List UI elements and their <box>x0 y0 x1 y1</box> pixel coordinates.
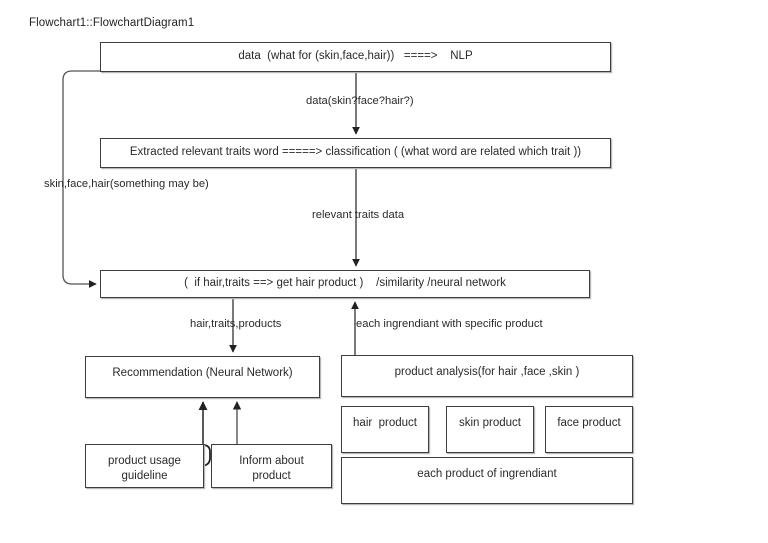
node-recommendation[interactable]: Recommendation (Neural Network) <box>85 356 320 398</box>
node-skin-product[interactable]: skin product <box>446 406 534 453</box>
edge-label-each-ingredient: each ingrendiant with specific product <box>356 318 543 330</box>
node-each-product-of-ingredient-label: each product of ingrendiant <box>417 468 557 480</box>
node-face-product[interactable]: face product <box>545 406 633 453</box>
node-inform-about-product[interactable]: Inform about product <box>211 444 332 488</box>
edge-label-relevant-traits-data: relevant traits data <box>312 209 405 221</box>
node-hair-product[interactable]: hair product <box>341 406 429 453</box>
node-product-usage-guideline-label: product usage guideline <box>108 455 181 483</box>
node-extracted-traits-label: Extracted relevant traits word =====> cl… <box>129 146 582 159</box>
node-data-nlp-label: data (what for (skin,face,hair)) ====> N… <box>238 50 473 63</box>
node-product-usage-guideline[interactable]: product usage guideline <box>85 444 204 488</box>
edge-label-data-question: data(skin?face?hair?) <box>306 95 414 107</box>
node-hair-product-label: hair product <box>353 417 417 429</box>
node-product-analysis[interactable]: product analysis(for hair ,face ,skin ) <box>341 355 633 397</box>
node-extracted-traits[interactable]: Extracted relevant traits word =====> cl… <box>100 138 611 168</box>
node-product-analysis-label: product analysis(for hair ,face ,skin ) <box>394 366 580 378</box>
node-recommendation-label: Recommendation (Neural Network) <box>112 367 293 379</box>
node-each-product-of-ingredient[interactable]: each product of ingrendiant <box>341 457 633 504</box>
edge-label-skin-face-hair: skin,face,hair(something may be) <box>44 178 209 190</box>
node-face-product-label: face product <box>557 417 621 429</box>
node-hair-product-rule[interactable]: ( if hair,traits ==> get hair product ) … <box>100 270 590 298</box>
node-skin-product-label: skin product <box>458 417 521 429</box>
node-data-nlp[interactable]: data (what for (skin,face,hair)) ====> N… <box>100 42 611 72</box>
node-inform-about-product-label: Inform about product <box>239 455 304 483</box>
diagram-title: Flowchart1::FlowchartDiagram1 <box>29 17 195 29</box>
edge-label-hair-traits-products: hair,traits,products <box>190 318 282 330</box>
node-hair-product-rule-label: ( if hair,traits ==> get hair product ) … <box>184 277 506 290</box>
